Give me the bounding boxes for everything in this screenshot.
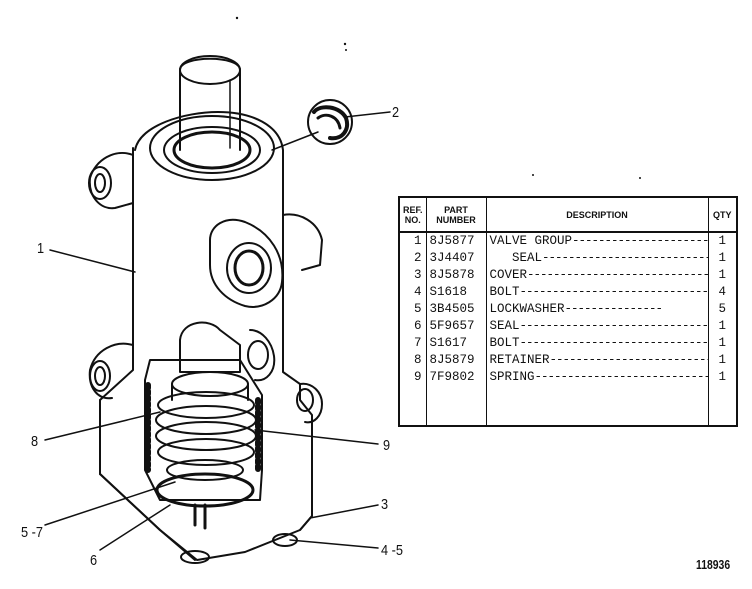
callout-2: 2 xyxy=(392,104,400,121)
figure-number: 118936 xyxy=(696,557,731,572)
header-description: DESCRIPTION xyxy=(486,198,709,233)
seal-detail-bubble xyxy=(271,99,353,151)
ref-cell: 5 xyxy=(400,301,427,318)
callout-5-7: 5 -7 xyxy=(21,524,43,541)
ref-cell: 8 xyxy=(400,352,427,369)
qty-cell: 1 xyxy=(718,353,726,367)
ref-cell: 3 xyxy=(400,267,427,284)
qty-cell: 1 xyxy=(718,251,726,265)
qty-cell: 1 xyxy=(718,370,726,384)
ref-cell: 1 xyxy=(400,232,427,250)
part-cell: 7F9802 xyxy=(426,369,487,386)
qty-cell: 1 xyxy=(718,234,726,248)
part-cell: 3J4407 xyxy=(426,250,487,267)
part-cell: 5F9657 xyxy=(426,318,487,335)
scan-specks xyxy=(235,16,641,179)
callout-6: 6 xyxy=(90,552,98,569)
cover-and-stem xyxy=(149,55,275,181)
part-cell: 3B4505 xyxy=(426,301,487,318)
desc-cell: COVER----------------------------- xyxy=(486,267,709,284)
qty-cell: 1 xyxy=(718,319,726,333)
callout-8: 8 xyxy=(31,433,39,450)
part-cell: S1617 xyxy=(426,335,487,352)
ref-cell: 7 xyxy=(400,335,427,352)
desc-cell: RETAINER------------------------- xyxy=(486,352,709,369)
leader-lines xyxy=(44,111,391,551)
part-cell: 8J5879 xyxy=(426,352,487,369)
part-cell: 8J5877 xyxy=(426,232,487,250)
ref-cell: 4 xyxy=(400,284,427,301)
callout-3: 3 xyxy=(381,496,389,513)
ref-cell: 9 xyxy=(400,369,427,386)
part-cell: S1618 xyxy=(426,284,487,301)
desc-cell: VALVE GROUP---------------------- xyxy=(486,232,709,250)
cutaway-section xyxy=(144,321,263,530)
callout-9: 9 xyxy=(383,437,391,454)
desc-cell: SEAL----------------------------- xyxy=(486,250,709,267)
desc-cell: BOLT------------------------------ xyxy=(486,284,709,301)
ref-cell: 6 xyxy=(400,318,427,335)
desc-cell: SEAL------------------------------ xyxy=(486,318,709,335)
callout-4-5: 4 -5 xyxy=(381,542,403,559)
desc-cell: BOLT------------------------------ xyxy=(486,335,709,352)
callout-1: 1 xyxy=(37,240,45,257)
desc-cell: LOCKWASHER--------------- xyxy=(486,301,709,318)
desc-cell: SPRING--------------------------- xyxy=(486,369,709,386)
qty-cell: 4 xyxy=(718,285,726,299)
qty-cell: 1 xyxy=(718,336,726,350)
qty-cell: 5 xyxy=(718,302,726,316)
header-qty: QTY xyxy=(708,198,736,233)
header-ref-no: REF.NO. xyxy=(400,198,427,233)
qty-cell: 1 xyxy=(718,268,726,282)
part-cell: 8J5878 xyxy=(426,267,487,284)
ref-cell: 2 xyxy=(400,250,427,267)
table-filler-row xyxy=(400,386,736,425)
